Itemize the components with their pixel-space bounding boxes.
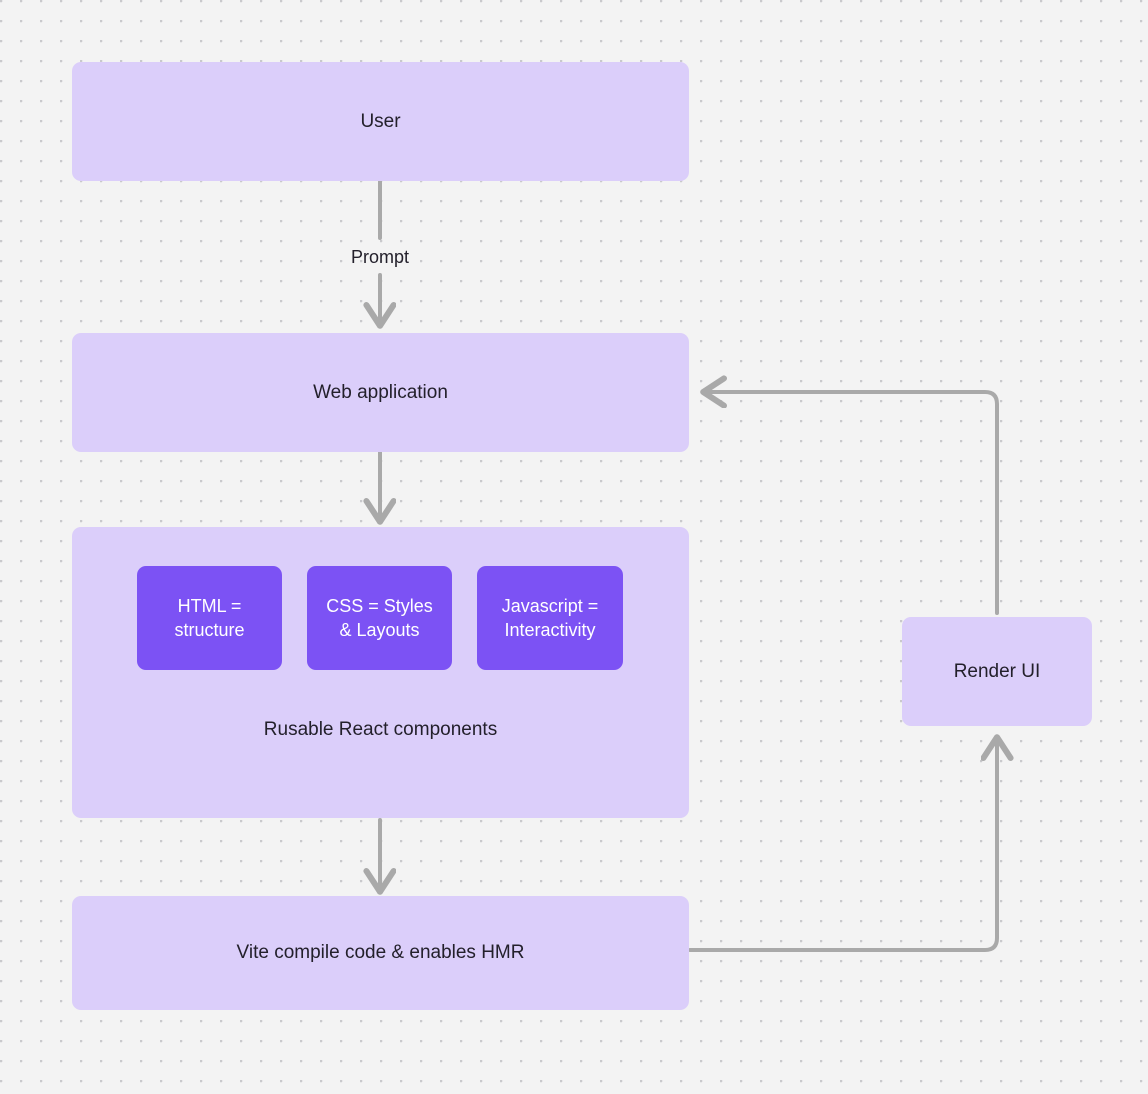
node-render-ui-label: Render UI — [953, 660, 1041, 682]
node-css-label-line2: & Layouts — [339, 620, 420, 640]
node-javascript-label-line1: Javascript = — [501, 595, 599, 616]
node-html-label-line1: HTML = — [177, 595, 242, 616]
node-web-application[interactable]: Web application — [72, 333, 689, 452]
node-vite-label: Vite compile code & enables HMR — [236, 942, 525, 964]
edge-render-ui-to-web-application — [704, 392, 999, 615]
node-css[interactable]: CSS = Styles & Layouts — [307, 566, 452, 670]
node-css-label-line1: CSS = Styles — [326, 595, 433, 616]
node-components-group-label: Rusable React components — [72, 715, 689, 745]
node-javascript[interactable]: Javascript = Interactivity — [477, 566, 623, 670]
node-render-ui[interactable]: Render UI — [902, 617, 1092, 726]
node-html[interactable]: HTML = structure — [137, 566, 282, 670]
edge-vite-to-render-ui — [688, 738, 997, 952]
edge-label-prompt: Prompt — [330, 243, 430, 271]
node-vite[interactable]: Vite compile code & enables HMR — [72, 896, 689, 1010]
node-javascript-label-line2: Interactivity — [504, 620, 596, 640]
node-components-group-label-text: Rusable React components — [263, 719, 498, 740]
node-user-label: User — [360, 110, 401, 132]
edge-label-prompt-text: Prompt — [350, 246, 410, 267]
node-web-application-label: Web application — [313, 381, 448, 403]
node-html-label-line2: structure — [174, 620, 245, 640]
node-user[interactable]: User — [72, 62, 689, 181]
